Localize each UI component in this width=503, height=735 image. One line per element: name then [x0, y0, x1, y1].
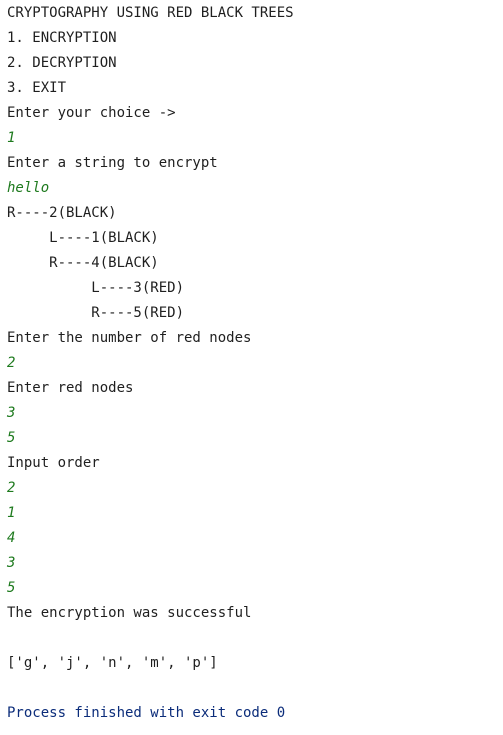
prompt-red-count: Enter the number of red nodes [7, 330, 252, 346]
input-order-value: 5 [7, 580, 16, 596]
tree-line: R----5(RED) [7, 305, 185, 321]
blank-line [0, 676, 503, 701]
tree-line: R----4(BLACK) [7, 255, 159, 271]
input-order-label: Input order [7, 455, 100, 471]
tree-line: L----3(RED) [7, 280, 185, 296]
user-input-red-node: 3 [7, 405, 16, 421]
input-order-value: 1 [7, 505, 16, 521]
user-input-choice: 1 [7, 130, 16, 146]
menu-item-decryption: 2. DECRYPTION [7, 55, 117, 71]
program-title: CRYPTOGRAPHY USING RED BLACK TREES [7, 5, 294, 21]
encrypted-result: ['g', 'j', 'n', 'm', 'p'] [7, 655, 218, 671]
input-order-value: 3 [7, 555, 16, 571]
exit-message: Process finished with exit code 0 [7, 705, 286, 721]
prompt-red-nodes: Enter red nodes [7, 380, 134, 396]
user-input-string: hello [7, 180, 50, 196]
blank-line [0, 626, 503, 651]
prompt-string: Enter a string to encrypt [7, 155, 218, 171]
menu-item-exit: 3. EXIT [7, 80, 67, 96]
user-input-red-count: 2 [7, 355, 16, 371]
tree-line: L----1(BLACK) [7, 230, 159, 246]
prompt-choice: Enter your choice -> [7, 105, 176, 121]
tree-line: R----2(BLACK) [7, 205, 117, 221]
user-input-red-node: 5 [7, 430, 16, 446]
input-order-value: 4 [7, 530, 16, 546]
input-order-value: 2 [7, 480, 16, 496]
success-message: The encryption was successful [7, 605, 252, 621]
menu-item-encryption: 1. ENCRYPTION [7, 30, 117, 46]
